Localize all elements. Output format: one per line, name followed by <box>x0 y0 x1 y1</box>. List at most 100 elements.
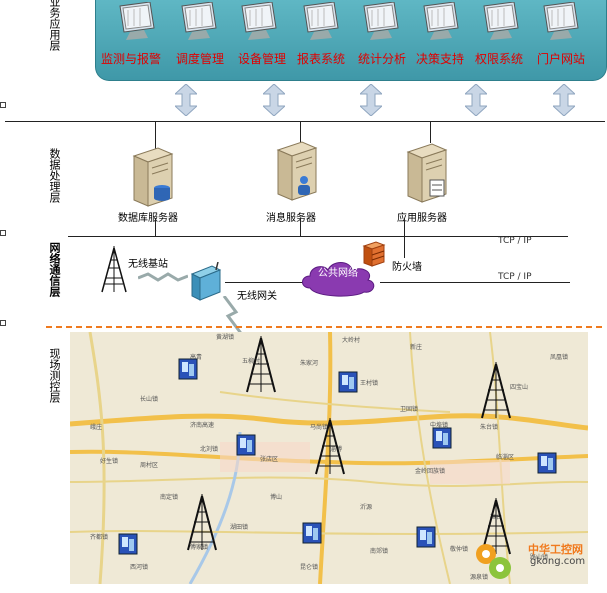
application-monitor-icon <box>181 2 217 40</box>
map-place-label: 朱台镇 <box>480 424 499 431</box>
layer-label-data-processing: 数据处理层 <box>48 148 61 203</box>
public-network-label: 公共网络 <box>318 268 358 279</box>
application-label: 门户网站 <box>537 52 586 66</box>
gkong-gear-logo <box>476 544 511 579</box>
map-roads <box>70 332 588 584</box>
application-server-label: 应用服务器 <box>397 213 447 224</box>
firewall-label: 防火墙 <box>392 262 422 273</box>
map-place-label: 中埠镇 <box>430 422 449 429</box>
map-place-label: 源泉镇 <box>470 574 489 581</box>
field-map: 黄湖镇五柳村朱家河大岭村新庄长山镇济南高速北刘镇张店区淄博周村区临淄区好生镇王村… <box>70 332 588 584</box>
server-drop-line <box>300 218 301 236</box>
monitoring-site-icon <box>537 452 557 474</box>
map-place-label: 齐都镇 <box>90 534 109 541</box>
bidirectional-arrow-icon <box>263 84 285 116</box>
application-label: 设备管理 <box>238 52 287 66</box>
application-label: 调度管理 <box>176 52 225 66</box>
base-station-label: 无线基站 <box>128 259 168 270</box>
tcp-line-top <box>68 236 568 237</box>
monitoring-site-icon <box>416 526 436 548</box>
application-monitor-icon <box>119 2 155 40</box>
layer-label-application: 业务应用层 <box>48 0 61 51</box>
monitoring-site-icon <box>302 522 322 544</box>
application-monitor-icon <box>363 2 399 40</box>
application-bus-line <box>5 121 605 122</box>
map-place-label: 王村镇 <box>360 380 379 387</box>
public-network-cloud-icon <box>302 262 375 297</box>
gateway-label: 无线网关 <box>237 291 277 302</box>
layer-label-network: 网络通信层 <box>48 242 61 297</box>
firewall-icon <box>362 241 386 267</box>
message-server-label: 消息服务器 <box>266 213 316 224</box>
database-server-label: 数据库服务器 <box>118 213 178 224</box>
map-place-label: 马尚镇 <box>310 424 329 431</box>
monitoring-site-icon <box>178 358 198 380</box>
map-place-label: 周村区 <box>140 462 159 469</box>
map-place-label: 济南高速 <box>190 422 215 429</box>
map-place-label: 好生镇 <box>100 458 119 465</box>
edge-marker <box>0 320 6 326</box>
monitoring-site-icon <box>432 427 452 449</box>
application-server-icon <box>406 143 448 203</box>
map-place-label: 西河镇 <box>130 564 149 571</box>
map-place-label: 北刘镇 <box>200 446 219 453</box>
gateway-line <box>225 282 305 283</box>
wireless-gateway-icon <box>190 262 222 301</box>
field-tower-icon <box>187 494 217 551</box>
map-place-label: 金岭回族镇 <box>415 468 446 475</box>
map-place-label: 博山 <box>270 494 283 501</box>
watermark-cn: 中华工控网 <box>528 543 583 556</box>
connector-line <box>430 121 431 143</box>
monitoring-site-icon <box>118 533 138 555</box>
tcp-label-top: TCP / IP <box>498 236 532 246</box>
map-place-label: 敬仲镇 <box>450 546 469 553</box>
map-place-label: 淄博 <box>330 446 343 453</box>
map-place-label: 傅家镇 <box>190 544 209 551</box>
map-place-label: 峨庄 <box>90 424 103 431</box>
map-place-label: 沂源 <box>360 504 373 511</box>
map-place-label: 大岭村 <box>342 337 361 344</box>
map-place-label: 湖田镇 <box>230 524 249 531</box>
tcp-line-bottom <box>380 282 570 283</box>
application-monitor-icon <box>483 2 519 40</box>
database-server-icon <box>132 147 174 207</box>
server-drop-line <box>404 218 405 258</box>
connector-line <box>300 121 301 143</box>
map-place-label: 长山镇 <box>140 396 159 403</box>
map-place-label: 临淄区 <box>496 454 515 461</box>
application-monitor-icon <box>543 2 579 40</box>
bidirectional-arrow-icon <box>360 84 382 116</box>
bidirectional-arrow-icon <box>465 84 487 116</box>
edge-marker <box>0 230 6 236</box>
application-panel <box>95 0 607 81</box>
map-place-label: 五柳村 <box>242 358 261 365</box>
map-place-label: 四宝山 <box>510 384 529 391</box>
application-label: 权限系统 <box>475 52 524 66</box>
edge-marker <box>0 102 6 108</box>
field-tower-icon <box>481 362 511 419</box>
field-layer-border <box>46 326 602 328</box>
map-place-label: 凤凰镇 <box>550 354 569 361</box>
wireless-signal-icon <box>138 272 188 282</box>
application-label: 监测与报警 <box>101 52 162 66</box>
application-label: 报表系统 <box>297 52 346 66</box>
field-tower-icon <box>315 418 345 475</box>
map-place-label: 黄湖镇 <box>216 334 235 341</box>
wireless-link-icon <box>222 296 248 341</box>
map-place-label: 新庄 <box>410 344 423 351</box>
application-monitor-icon <box>241 2 277 40</box>
monitoring-site-icon <box>236 434 256 456</box>
field-tower-icon <box>246 336 276 393</box>
map-place-label: 朱家河 <box>300 360 319 367</box>
bidirectional-arrow-icon <box>175 84 197 116</box>
monitoring-site-icon <box>338 371 358 393</box>
base-station-tower-icon <box>101 246 127 293</box>
map-place-label: 昆仑镇 <box>300 564 319 571</box>
application-label: 决策支持 <box>416 52 465 66</box>
layer-label-field: 现场测控层 <box>48 348 61 403</box>
tcp-label-bottom: TCP / IP <box>498 272 532 282</box>
application-monitor-icon <box>423 2 459 40</box>
connector-line <box>155 121 156 151</box>
message-server-icon <box>276 141 318 201</box>
application-monitor-icon <box>303 2 339 40</box>
